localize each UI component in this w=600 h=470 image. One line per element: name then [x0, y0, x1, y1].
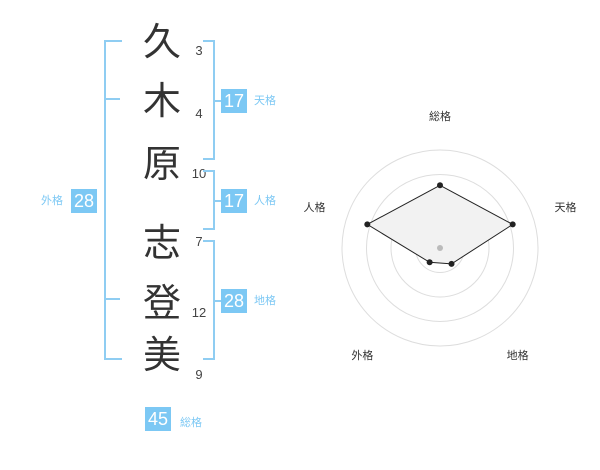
stroke-count-2: 4 [195, 106, 203, 121]
stroke-count-6: 9 [195, 367, 203, 382]
name-character-4: 志 [142, 221, 181, 265]
radar-center-dot [437, 245, 443, 251]
gaikaku-bracket-top [104, 40, 122, 42]
radar-point-1 [437, 182, 443, 189]
chikaku-bracket-top [203, 240, 215, 242]
radar-label-1: 総格 [429, 109, 451, 123]
name-character-1: 久 [142, 20, 181, 64]
radar-ring-3 [366, 174, 514, 322]
jinkaku-bracket-top [203, 170, 215, 172]
chikaku-value-badge: 28 [221, 289, 248, 313]
radar-label-3: 地格 [507, 348, 529, 362]
gaikaku-bracket-vertical [104, 40, 106, 360]
jinkaku-bracket-connector [213, 200, 221, 202]
gaikaku-bracket-tick-1 [104, 98, 120, 100]
jinkaku-label: 人格 [254, 194, 276, 207]
name-character-5: 登 [142, 281, 181, 325]
chikaku-bracket-bottom [203, 358, 215, 360]
gaikaku-value-badge: 28 [71, 189, 98, 213]
name-character-2: 木 [142, 79, 181, 123]
radar-points [364, 182, 516, 267]
radar-point-3 [448, 260, 455, 267]
gaikaku-label: 外格 [41, 194, 63, 207]
soukaku-label: 総格 [180, 416, 202, 429]
jinkaku-bracket-bottom [203, 228, 215, 230]
radar-label-2: 天格 [555, 200, 577, 214]
radar-polygon [366, 184, 514, 265]
gaikaku-bracket-tick-2 [104, 298, 120, 300]
jinkaku-value-badge: 17 [221, 189, 248, 213]
tenkaku-bracket-top [203, 40, 215, 42]
stroke-count-4: 7 [195, 234, 203, 249]
stroke-count-3: 10 [191, 166, 207, 181]
chikaku-label: 地格 [254, 294, 276, 307]
gaikaku-bracket-bottom [104, 358, 122, 360]
radar-ring-4 [341, 149, 539, 347]
radar-label-4: 外格 [351, 348, 373, 362]
tenkaku-label: 天格 [254, 94, 276, 107]
stroke-count-5: 12 [191, 305, 207, 320]
radar-point-2 [509, 221, 516, 228]
name-character-6: 美 [142, 333, 181, 377]
chikaku-bracket-connector [213, 300, 221, 302]
tenkaku-value-badge: 17 [221, 89, 248, 113]
soukaku-value-badge: 45 [145, 407, 172, 431]
stroke-count-1: 3 [195, 43, 203, 58]
name-character-3: 原 [142, 142, 181, 186]
radar-point-4 [426, 259, 433, 266]
tenkaku-bracket-connector [213, 100, 221, 102]
tenkaku-bracket-bottom [203, 158, 215, 160]
radar-label-5: 人格 [304, 200, 326, 214]
radar-point-5 [364, 221, 371, 228]
